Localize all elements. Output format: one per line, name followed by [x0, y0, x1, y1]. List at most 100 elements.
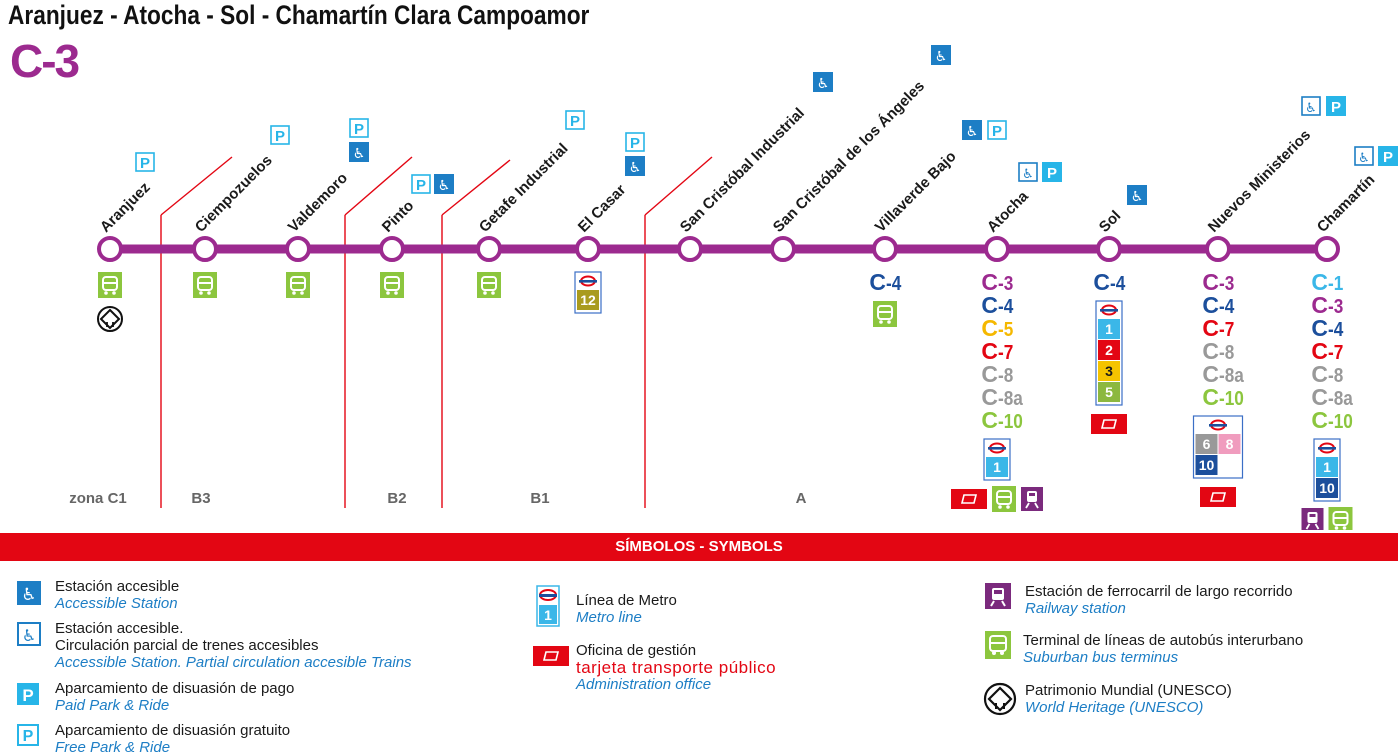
cercanias-line-badge: C-4 [869, 269, 901, 295]
accessible-partial-icon: ♿ [1354, 146, 1374, 166]
railway-icon [1021, 487, 1043, 511]
svg-text:-7: -7 [998, 341, 1013, 364]
station-node [575, 236, 601, 262]
cercanias-line-badge: C-1 [1311, 269, 1343, 295]
svg-text:P: P [1383, 149, 1393, 166]
park-free-icon: P [135, 152, 155, 172]
station-name: Getafe Industrial [476, 140, 572, 236]
zone-separator [441, 159, 511, 216]
cercanias-line-badge: C-10 [1311, 407, 1352, 433]
svg-text:♿: ♿ [438, 178, 451, 194]
railway-icon [985, 583, 1011, 609]
zone-separator [344, 156, 413, 216]
cercanias-line-badge: C-4 [1202, 292, 1234, 318]
station-node [97, 236, 123, 262]
svg-text:♿: ♿ [935, 49, 948, 65]
legend-admin: Oficina de gestión tarjeta transporte pú… [576, 642, 777, 693]
park-free-icon: P [17, 724, 39, 746]
cercanias-line-badge: C-7 [1202, 315, 1234, 341]
svg-text:♿: ♿ [353, 146, 366, 162]
svg-text:12: 12 [580, 292, 596, 308]
svg-text:-8: -8 [998, 364, 1013, 387]
metro-line-1: 1 [1098, 319, 1120, 339]
cercanias-line-badge: C-8a [1311, 384, 1353, 410]
svg-text:-8a: -8a [998, 387, 1023, 410]
svg-text:C: C [1202, 338, 1219, 364]
svg-text:C: C [1311, 315, 1328, 341]
svg-text:8: 8 [1226, 436, 1234, 452]
svg-text:C: C [981, 407, 998, 433]
accessible-icon: ♿ [931, 45, 951, 65]
unesco-icon [97, 306, 123, 332]
station-node [379, 236, 405, 262]
legend-rail: Estación de ferrocarril de largo recorri… [1025, 583, 1293, 617]
station-name: Ciempozuelos [192, 152, 276, 236]
svg-text:♿: ♿ [21, 585, 36, 605]
accessible-partial-icon: ♿ [17, 622, 41, 646]
unesco-icon [983, 682, 1017, 716]
accessible-partial-icon: ♿ [1018, 162, 1038, 182]
svg-text:3: 3 [1105, 363, 1113, 379]
admin-office-icon [1200, 487, 1236, 507]
svg-text:C: C [981, 338, 998, 364]
railway-icon [1301, 508, 1324, 530]
metro-line-1: 1 [986, 457, 1008, 477]
svg-text:♿: ♿ [629, 160, 642, 176]
cercanias-line-badge: C-3 [981, 269, 1013, 295]
svg-text:1: 1 [1323, 459, 1331, 475]
svg-text:-5: -5 [998, 318, 1013, 341]
svg-text:C: C [981, 361, 998, 387]
cercanias-line-badge: C-8 [981, 361, 1013, 387]
svg-text:-4: -4 [1110, 272, 1126, 295]
svg-text:-7: -7 [1328, 341, 1343, 364]
svg-text:-1: -1 [1328, 272, 1343, 295]
zone-separator [160, 156, 233, 216]
svg-text:C: C [1311, 292, 1328, 318]
svg-text:P: P [1331, 99, 1341, 116]
cercanias-line-badge: C-4 [1093, 269, 1125, 295]
bus-icon [286, 272, 310, 298]
station-name: El Casar [575, 181, 630, 236]
svg-text:-8: -8 [1328, 364, 1343, 387]
svg-text:P: P [570, 113, 580, 130]
station-name: Villaverde Bajo [872, 148, 960, 236]
svg-text:♿: ♿ [817, 76, 830, 92]
svg-text:-3: -3 [1219, 272, 1234, 295]
svg-text:5: 5 [1105, 384, 1113, 400]
station-name: Aranjuez [97, 179, 154, 236]
svg-text:P: P [22, 686, 33, 705]
svg-text:6: 6 [1203, 436, 1211, 452]
svg-text:C: C [1202, 315, 1219, 341]
svg-text:C: C [1093, 269, 1110, 295]
svg-text:C: C [981, 269, 998, 295]
park-free-icon: P [987, 120, 1007, 140]
metro-line-12: 12 [577, 290, 599, 310]
station-name: Nuevos Ministerios [1205, 127, 1314, 236]
svg-text:-3: -3 [1328, 295, 1343, 318]
park-free-icon: P [565, 110, 585, 130]
park-free-icon: P [625, 132, 645, 152]
svg-text:1: 1 [1105, 321, 1113, 337]
station-name: Chamartín [1314, 171, 1378, 235]
svg-text:P: P [275, 128, 285, 145]
station-node [872, 236, 898, 262]
bus-icon [992, 486, 1016, 512]
bus-icon [477, 272, 501, 298]
svg-text:10: 10 [1319, 480, 1335, 496]
svg-text:♿: ♿ [1131, 189, 1144, 205]
cercanias-line-badge: C-8 [1202, 338, 1234, 364]
station-node [984, 236, 1010, 262]
station-name: Valdemoro [285, 170, 351, 236]
svg-text:C: C [1311, 338, 1328, 364]
station-name: Atocha [984, 187, 1032, 235]
park-paid-icon: P [1042, 162, 1062, 182]
svg-text:♿: ♿ [1022, 167, 1034, 182]
station: Villaverde Bajo [872, 148, 960, 262]
cercanias-line-badge: C-3 [1202, 269, 1234, 295]
station: Chamartín [1314, 171, 1378, 262]
station-node [1314, 236, 1340, 262]
cercanias-line-badge: C-8 [1311, 361, 1343, 387]
zone-label: zona C1 [69, 490, 127, 507]
